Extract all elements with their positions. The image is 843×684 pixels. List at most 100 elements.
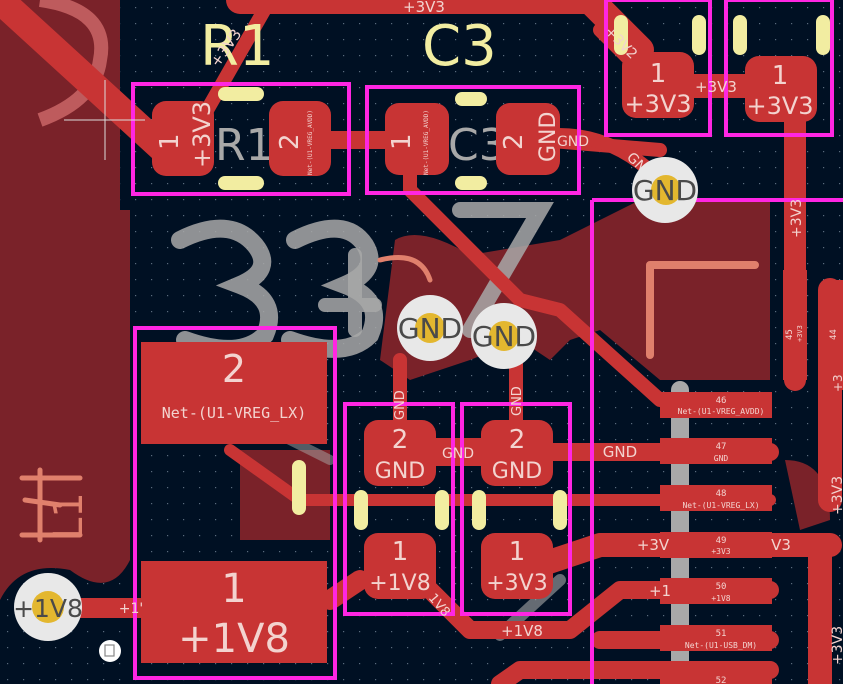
track-label-row-1: +1: [649, 582, 671, 600]
u1-pin-48-net: Net-(U1-VREG_LX): [682, 501, 759, 510]
pad-cap-a-1: [364, 533, 436, 599]
pad-c3-1: [385, 103, 449, 175]
pad-u1-51: [660, 625, 772, 651]
silk-ref-r1: R1: [200, 14, 275, 79]
silkscreen-back: [19, 255, 759, 543]
u1-pin-49-net: +3V3: [711, 547, 730, 556]
courtyards: [131, 0, 843, 684]
pad-c3-2-num: 2: [499, 133, 529, 150]
pad-u1-45: [783, 270, 807, 380]
u1-pin-50-num: 50: [716, 582, 727, 592]
pad-c3-1-net: Net-(U1-VREG_AVDD): [423, 110, 430, 175]
pad-cap-b-1: [481, 533, 553, 599]
pad-tr-1-right-num: 1: [772, 61, 789, 91]
vias[interactable]: GND GND GND +1V8: [13, 157, 698, 641]
fab-ref-r1: R1: [215, 120, 274, 171]
via-gnd-2-label: GND: [398, 312, 462, 345]
pad-cap-b-2-num: 2: [509, 425, 526, 455]
u1-pin-45-num: 45: [785, 329, 795, 340]
pad-l1-1-num: 1: [221, 566, 246, 612]
via-1v8: +1V8: [13, 573, 83, 641]
track-label-right-vert-2: +3V3: [830, 476, 843, 515]
u1-pin-51-num: 51: [716, 629, 727, 639]
pad-u1-48: [660, 485, 772, 511]
track-label-right-vert: +3V3: [789, 199, 805, 238]
pad-l1-1-net: +1V8: [178, 616, 290, 662]
pad-cap-a-1-num: 1: [392, 537, 409, 567]
pad-r1-2-net: Net-(U1-VREG_AVDD): [307, 110, 314, 175]
track-label-right-vert-3: +3V3: [830, 626, 843, 665]
pad-tr-1-right-net: +3V3: [746, 92, 813, 120]
pad-cap-b-1-num: 1: [509, 537, 526, 567]
u1-pin-50-net: +1V8: [711, 594, 730, 603]
pad-c3-1-num: 1: [387, 133, 417, 150]
u1-pin-46-num: 46: [716, 396, 727, 406]
track-label-c3-gnd: GND: [557, 134, 589, 150]
pad-u1-52: [660, 672, 772, 684]
track-label-row-1v8: +1V8: [501, 622, 543, 640]
pad-cap-a-2: [364, 420, 436, 486]
pad-r1-1-num: 1: [155, 133, 185, 150]
track-label-cap-gnd-link: GND: [442, 446, 474, 462]
u1-pin-46-net: Net-(U1-VREG_AVDD): [678, 407, 765, 416]
u1-pin-48-num: 48: [716, 489, 727, 499]
pad-l1-2-num: 2: [222, 347, 246, 391]
pad-tr-1-left-num: 1: [650, 59, 667, 89]
pads[interactable]: [141, 52, 843, 684]
pad-l1-2-net: Net-(U1-VREG_LX): [162, 404, 307, 422]
via-gnd-3: GND: [471, 303, 537, 369]
u1-pin-47-net: GND: [714, 454, 729, 463]
track-label-tr-link: +3V3: [695, 78, 737, 96]
pad-l1-2: [141, 342, 327, 444]
pad-r1-1: [152, 101, 214, 176]
via-1v8-label: +1V8: [13, 594, 83, 623]
pad-u1-49: [660, 532, 772, 558]
u1-pin-52-num: 52: [716, 676, 727, 684]
via-gnd-1-label: GND: [633, 174, 697, 207]
via-gnd-3-label: GND: [472, 320, 536, 353]
pad-u1-46: [660, 392, 772, 418]
u1-pin-47-num: 47: [716, 442, 727, 452]
pad-cap-a-2-num: 2: [392, 425, 409, 455]
track-label-cap-gnd-vert-a: GND: [393, 390, 408, 420]
pad-r1-2: [269, 101, 331, 176]
pad-r1-2-num: 2: [275, 133, 305, 150]
track-label-row-3v: +3V: [637, 536, 670, 554]
track-label-gnd-row: GND: [603, 443, 637, 461]
track-label-right-top: +3: [831, 374, 843, 392]
u1-pin-49-num: 49: [716, 536, 727, 546]
track-label-cap-gnd-vert-b: GND: [510, 386, 525, 416]
silk-ref-l1: L1: [46, 492, 92, 540]
u1-pin-51-net: Net-(U1-USB_DM): [685, 641, 757, 650]
pad-tr-1-left-net: +3V3: [624, 90, 691, 118]
pad-tr-1-right: [745, 56, 817, 122]
pad-r1-1-net: +3V3: [188, 101, 216, 168]
pad-u1-50: [660, 578, 772, 604]
lock-icon: [99, 640, 121, 662]
pad-labels: 1 +3V3 2 Net-(U1-VREG_AVDD) 1 Net-(U1-VR…: [155, 59, 814, 662]
track-label-via-1v8: +1': [119, 601, 144, 617]
via-gnd-1: GND: [632, 157, 698, 223]
silkscreen-ref-marks: [218, 15, 830, 530]
pad-cap-b-2: [481, 420, 553, 486]
via-gnd-2: GND: [397, 295, 463, 361]
crosshair-cursor: [64, 80, 145, 160]
pad-c3-2-net: GND: [536, 112, 561, 162]
track-label-top: +3V3: [403, 0, 445, 16]
pad-cap-b-1-net: +3V3: [486, 571, 547, 596]
track-label-row-v3: V3: [771, 536, 791, 554]
pad-cap-a-1-net: +1V8: [369, 571, 430, 596]
pad-l1-1: [141, 561, 327, 663]
pad-u1-44: [826, 280, 843, 390]
u1-pin-44-num: 44: [829, 329, 839, 340]
pad-tr-1-left: [622, 52, 694, 118]
u1-pin-45-net: +3V3: [796, 325, 804, 342]
pad-cap-b-2-net: GND: [492, 459, 542, 484]
pad-c3-2: [496, 103, 560, 175]
silk-ref-c3: C3: [422, 14, 497, 79]
pad-u1-47: [660, 438, 772, 464]
pad-cap-a-2-net: GND: [375, 459, 425, 484]
u1-pin-labels: 44 45 +3V3 46 Net-(U1-VREG_AVDD) 47 GND …: [678, 325, 839, 684]
